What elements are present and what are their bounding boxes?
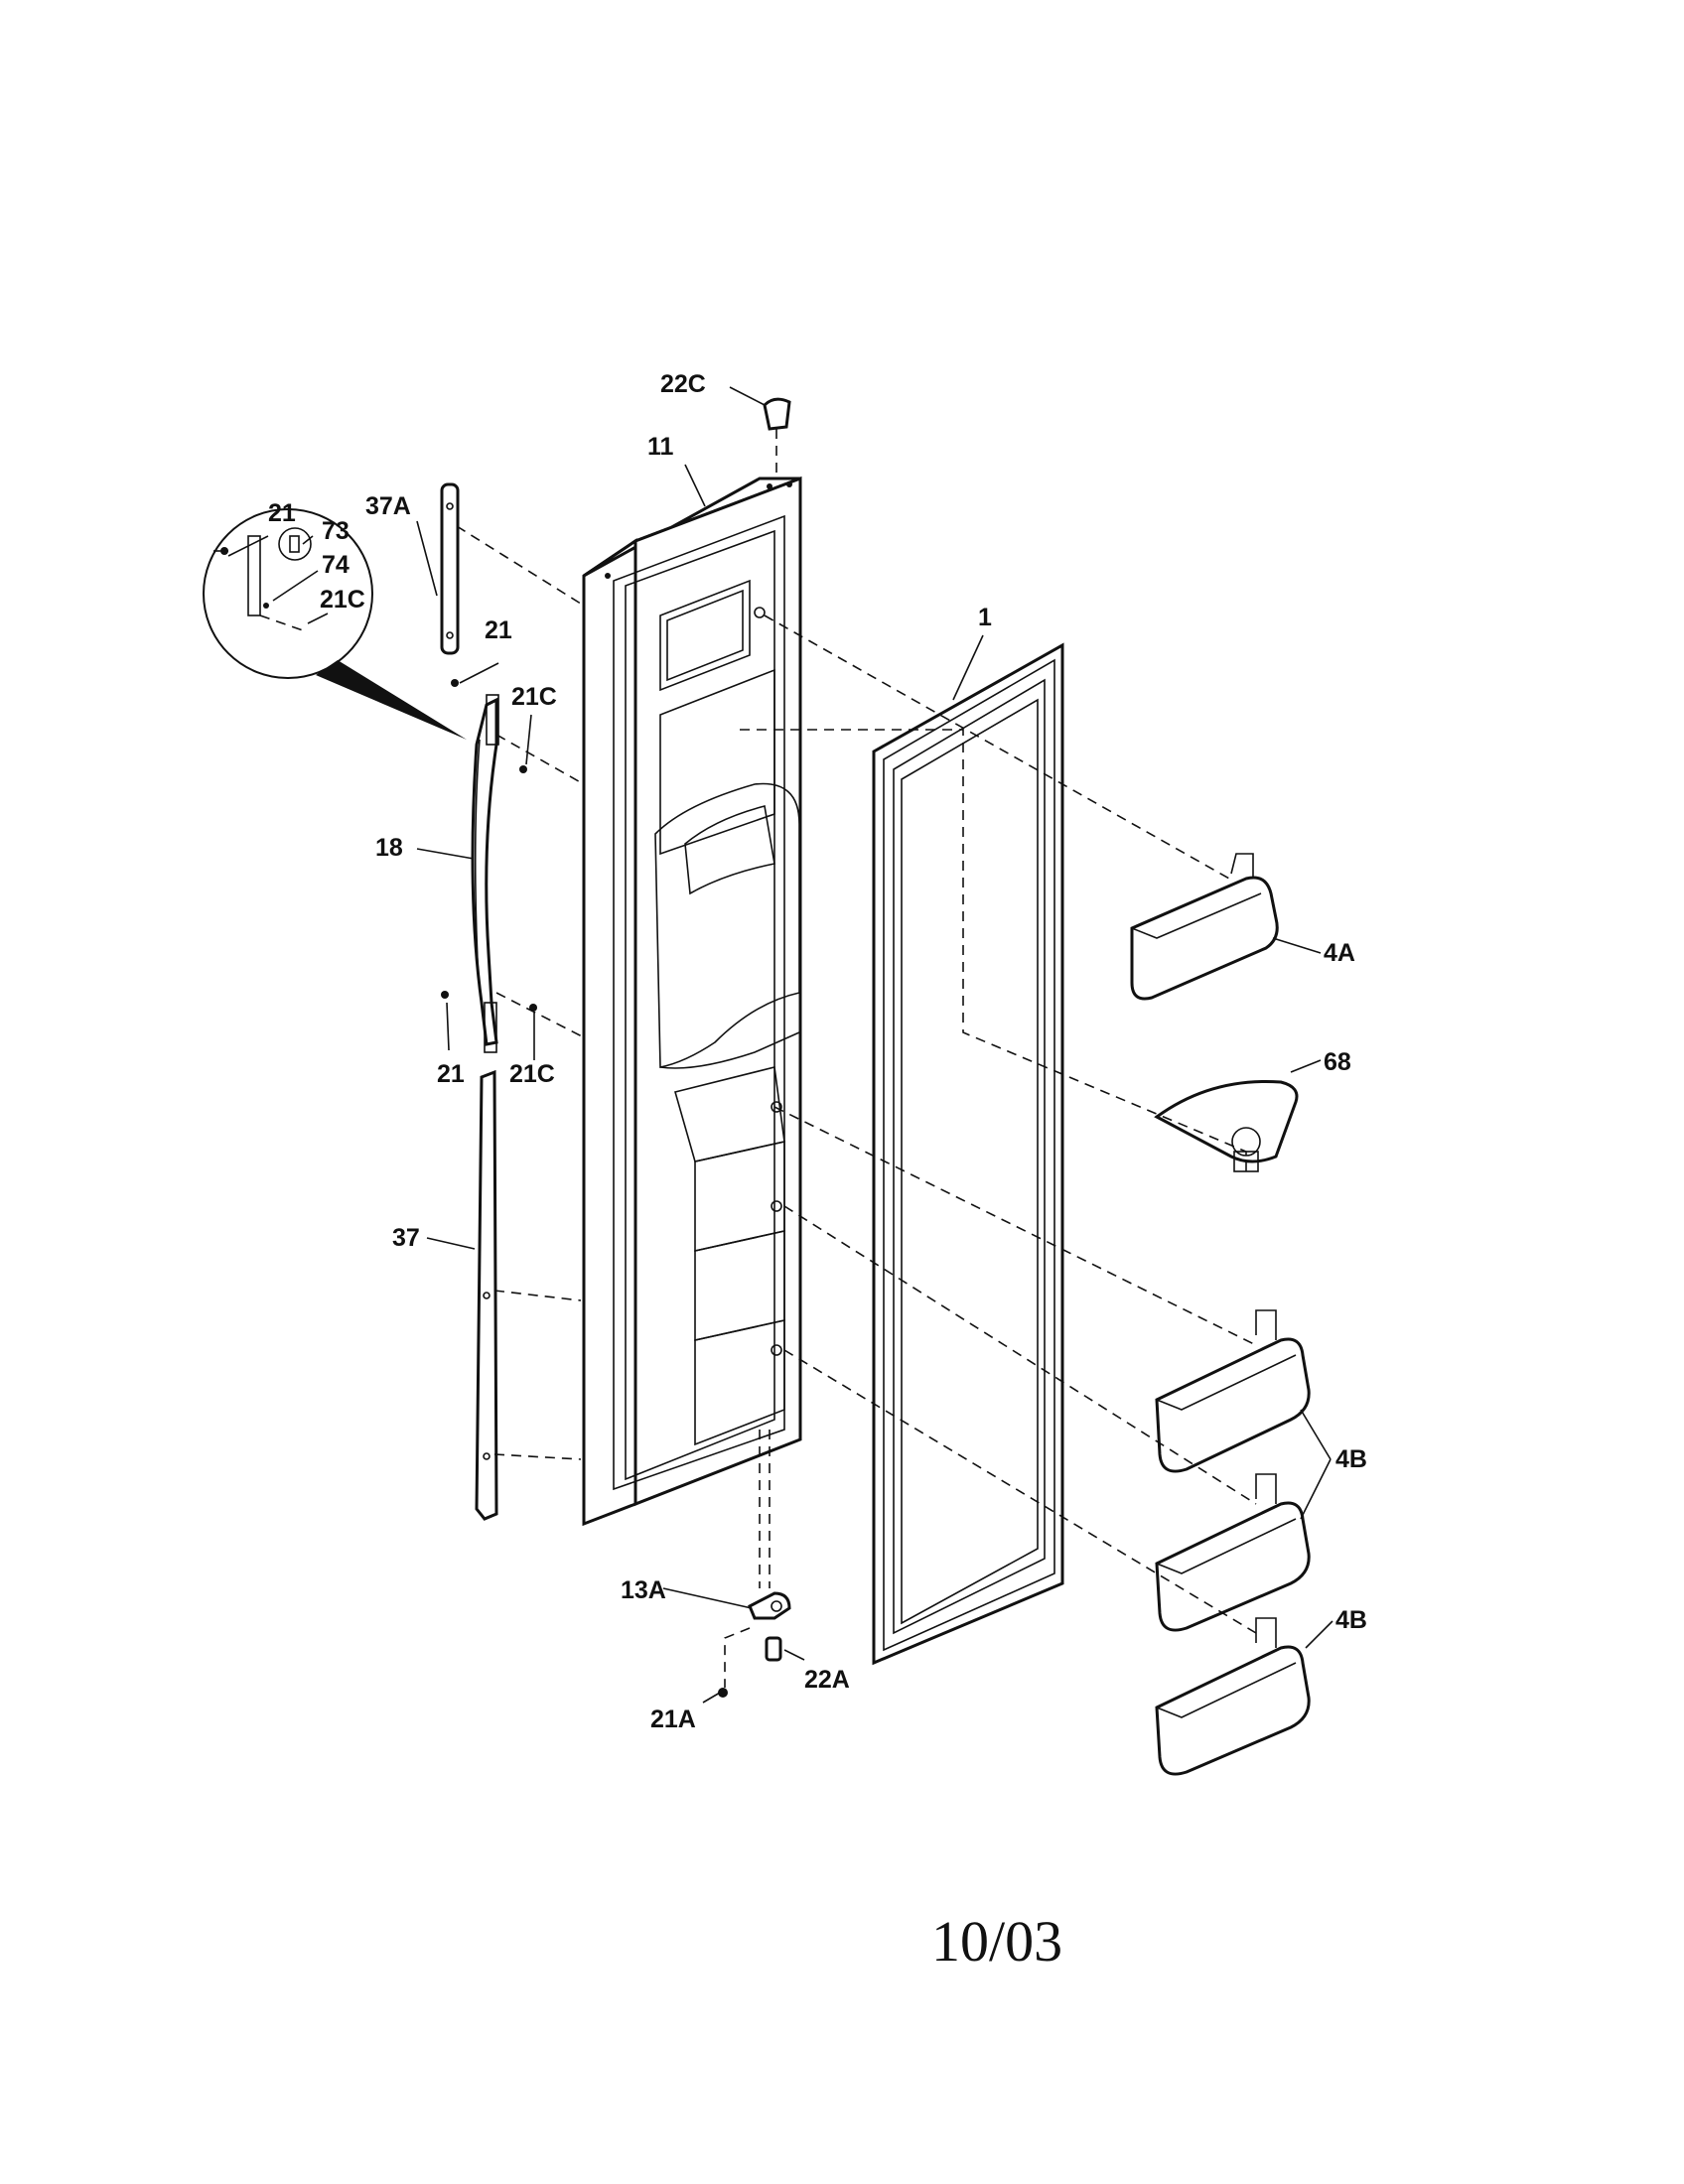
part-labels: 22C 11 37A 21 73 74 21C 21 21C 1 18 4A 6… [268,370,1367,1733]
label-21C-detail: 21C [320,586,365,614]
projection-lines [456,525,1257,1688]
bin-68 [1154,1079,1299,1172]
bin-4B-3 [1155,1617,1311,1776]
pin-22A [765,1636,782,1662]
label-68: 68 [1324,1048,1351,1076]
bin-4B-2 [1155,1473,1311,1632]
handle-18 [471,694,499,1053]
label-11: 11 [647,433,674,461]
bin-4A [1130,853,1279,1001]
label-21-top: 21 [485,616,512,644]
cap-22C [763,397,791,477]
date-code: 10/03 [931,1909,1062,1974]
label-21-bottom: 21 [437,1060,465,1088]
label-37A: 37A [365,492,411,520]
label-18: 18 [375,834,403,862]
label-74: 74 [322,551,350,579]
label-21C-bottom: 21C [509,1060,555,1088]
label-22C: 22C [660,370,706,398]
label-4B-pair: 4B [1335,1445,1367,1473]
door-outer-panel [582,476,802,1527]
label-13A: 13A [621,1576,666,1604]
label-21C-top: 21C [511,683,557,711]
leader-lines [227,386,1333,1704]
label-4A: 4A [1324,939,1355,967]
label-21-detail: 21 [268,499,296,527]
bottom-trim-37 [475,1069,498,1521]
label-37: 37 [392,1224,420,1252]
door-gasket [872,642,1064,1666]
label-4B-single: 4B [1335,1606,1367,1634]
hinge-13A [748,1591,791,1620]
label-1: 1 [978,604,992,631]
label-21A: 21A [650,1706,696,1733]
detail-circle [203,508,467,740]
bin-4B-1 [1155,1309,1311,1473]
top-trim-37A [440,482,460,655]
label-22A: 22A [804,1666,850,1694]
label-73: 73 [322,517,350,545]
